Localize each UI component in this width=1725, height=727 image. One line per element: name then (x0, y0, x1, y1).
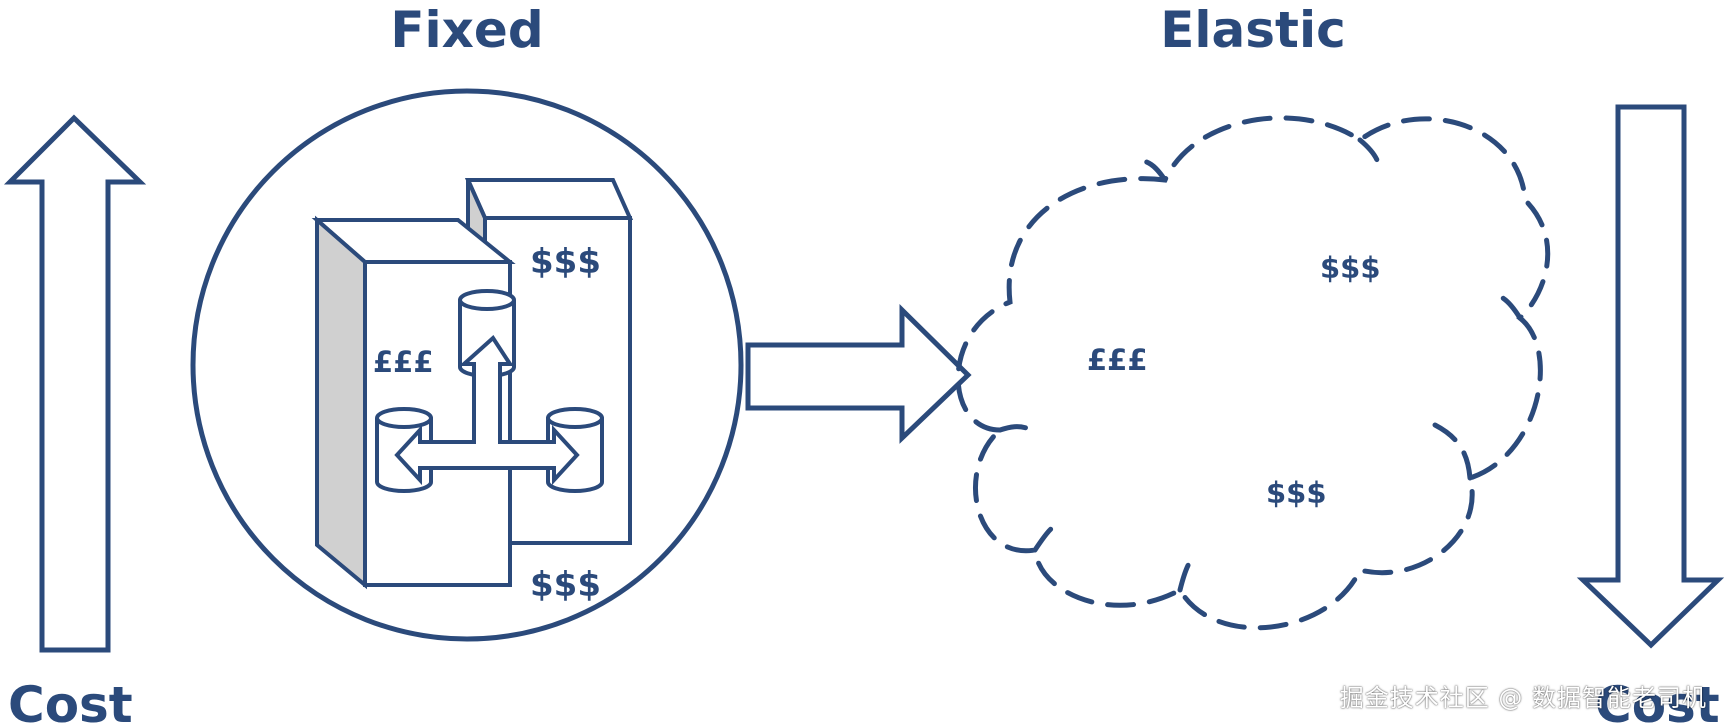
cost-left-label: Cost (8, 676, 133, 727)
front-server-tower-icon (311, 215, 516, 590)
watermark-text: 掘金技术社区 @ 数据智能老司机 (1339, 684, 1707, 712)
connector-arrows-icon (394, 334, 580, 486)
elastic-title: Elastic (1160, 1, 1345, 59)
migration-arrow-icon (745, 304, 972, 444)
elastic-money-top: $$$ (1320, 251, 1381, 285)
cost-up-arrow-icon (3, 114, 147, 653)
fixed-money-bottom: $$$ (530, 565, 601, 605)
fixed-money-top-right: $$$ (530, 242, 601, 282)
fixed-money-pounds: £££ (373, 345, 434, 379)
elastic-money-bottom: $$$ (1266, 476, 1327, 510)
fixed-title: Fixed (390, 1, 543, 59)
cost-right-label: Cost (1595, 676, 1720, 727)
cost-down-arrow-icon (1576, 104, 1725, 649)
elastic-money-pounds: £££ (1087, 343, 1148, 377)
elastic-cloud-icon (955, 115, 1551, 631)
